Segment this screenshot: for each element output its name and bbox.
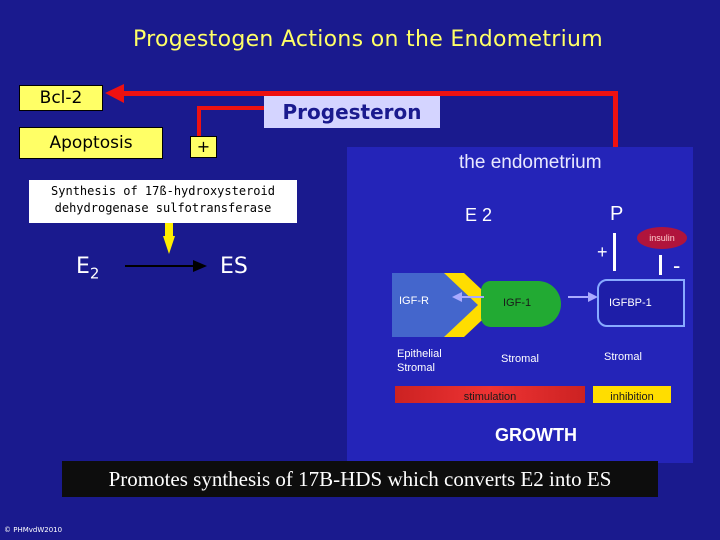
figure-e2: E 2 (465, 205, 493, 225)
figure-plus: + (597, 242, 608, 262)
caption: Promotes synthesis of 17B-HDS which conv… (62, 461, 658, 497)
endometrium-figure: the endometrium E 2 P + - insulin IGF-R … (347, 147, 693, 463)
slide-title: Progestogen Actions on the Endometrium (132, 27, 604, 52)
insulin-ellipse: insulin (637, 227, 687, 249)
bcl2-box: Bcl-2 (19, 85, 103, 111)
figure-p: P (610, 203, 624, 225)
stromal-label-middle: Stromal (501, 353, 539, 365)
stimulation-label: stimulation (463, 391, 517, 403)
reaction-product: ES (220, 254, 248, 279)
figure-title: the endometrium (459, 152, 602, 173)
synthesis-box: Synthesis of 17ß-hydroxysteroid dehydrog… (29, 180, 297, 223)
inhibition-label: inhibition (610, 391, 654, 403)
igfr-label: IGF-R (399, 295, 429, 307)
epithelial-label: Epithelial (397, 348, 442, 360)
epithelial-stromal-label: Epithelial Stromal (397, 347, 442, 375)
figure-minus: - (673, 253, 681, 278)
igf1-cylinder (481, 281, 561, 327)
reaction-substrate: E2 (76, 254, 99, 282)
igfbp1-box (597, 279, 685, 327)
arrow-left-to-bcl2 (105, 84, 124, 103)
progesteron-box: Progesteron (264, 96, 440, 128)
copyright: © PHMvdW2010 (4, 526, 63, 534)
igfbp1-label: IGFBP-1 (609, 297, 652, 309)
stimulation-bar: stimulation (395, 386, 585, 403)
synthesis-line-1: Synthesis of 17ß-hydroxysteroid (51, 184, 275, 198)
e2-subscript: 2 (89, 264, 100, 283)
double-arrow (452, 292, 598, 302)
apoptosis-box: Apoptosis (19, 127, 163, 159)
arrow-down-yellow (163, 236, 175, 254)
stromal-label-left: Stromal (397, 362, 435, 374)
stromal-label-right: Stromal (604, 351, 642, 363)
inhibition-bar: inhibition (593, 386, 671, 403)
reaction-arrow (125, 260, 207, 272)
e2-label: E (76, 254, 90, 279)
growth-label: GROWTH (495, 425, 577, 445)
igf1-label: IGF-1 (503, 297, 532, 309)
plus-box: + (190, 136, 217, 158)
synthesis-line-2: dehydrogenase sulfotransferase (54, 201, 272, 215)
